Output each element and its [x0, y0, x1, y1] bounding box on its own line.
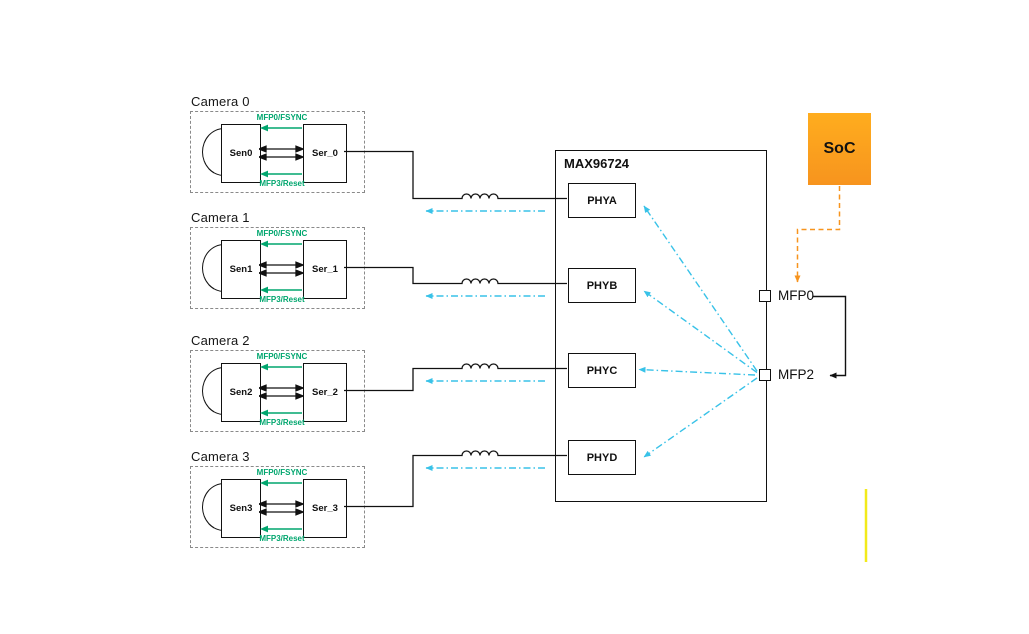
reset-signal-label: MFP3/Reset [259, 179, 305, 188]
camera-1-box: Sen1 Ser_1 MFP0/FSYNC MFP3/Reset [190, 227, 365, 309]
mfp0-pin [759, 290, 771, 302]
camera-2-box: Sen2 Ser_2 MFP0/FSYNC MFP3/Reset [190, 350, 365, 432]
serializer-label: Ser_1 [312, 264, 338, 275]
sensor-label: Sen0 [229, 148, 253, 159]
serializer-box: Ser_0 [303, 124, 347, 183]
sensor-box: Sen1 [221, 240, 261, 299]
camera-0-box: Sen0 Ser_0 MFP0/FSYNC MFP3/Reset [190, 111, 365, 193]
coax-wire-2 [344, 363, 567, 392]
reset-signal-label: MFP3/Reset [259, 418, 305, 427]
fsync-signal-label: MFP0/FSYNC [256, 352, 308, 361]
camera-3-group: Camera 3 Sen3 Ser_3 MFP0/FSYNC MFP3/Rese… [190, 449, 365, 548]
reset-arrow-icon [260, 286, 302, 294]
camera-2-group: Camera 2 Sen2 Ser_2 MFP0/FSYNC MFP3/Rese… [190, 333, 365, 432]
serializer-box: Ser_2 [303, 363, 347, 422]
sensor-label: Sen1 [229, 264, 253, 275]
sensor-box: Sen2 [221, 363, 261, 422]
fsync-arrow-icon [260, 479, 302, 487]
fsync-arrow-icon [260, 240, 302, 248]
mfp0-pin-label: MFP0 [778, 288, 815, 303]
reset-signal-label: MFP3/Reset [259, 534, 305, 543]
camera-0-label: Camera 0 [191, 94, 250, 109]
coax-wire-3 [344, 450, 567, 508]
serializer-box: Ser_3 [303, 479, 347, 538]
phy-b-label: PHYB [586, 279, 618, 292]
phy-b-box: PHYB [568, 268, 636, 303]
fsync-arrow-icon [260, 363, 302, 371]
max96724-box: MAX96724 PHYA PHYB PHYC PHYD [555, 150, 767, 502]
fsync-signal-label: MFP0/FSYNC [256, 229, 308, 238]
phy-d-box: PHYD [568, 440, 636, 475]
camera-0-group: Camera 0 Sen0 Ser_0 MFP0/FSYNC MFP3/Rese… [190, 94, 365, 193]
serializer-box: Ser_1 [303, 240, 347, 299]
mfp2-pin [759, 369, 771, 381]
camera-3-label: Camera 3 [191, 449, 250, 464]
phy-a-label: PHYA [587, 194, 617, 207]
reset-arrow-icon [260, 170, 302, 178]
phy-d-label: PHYD [586, 451, 618, 464]
data-link-arrows-icon [259, 145, 303, 161]
serializer-label: Ser_2 [312, 387, 338, 398]
serializer-label: Ser_3 [312, 503, 338, 514]
sensor-box: Sen3 [221, 479, 261, 538]
phy-a-box: PHYA [568, 183, 636, 218]
soc-box: SoC [808, 113, 871, 185]
camera-1-label: Camera 1 [191, 210, 250, 225]
fsync-arrow-icon [260, 124, 302, 132]
phy-c-box: PHYC [568, 353, 636, 388]
fsync-signal-label: MFP0/FSYNC [256, 113, 308, 122]
mfp0-to-mfp2-wire [813, 295, 847, 379]
camera-1-group: Camera 1 Sen1 Ser_1 MFP0/FSYNC MFP3/Rese… [190, 210, 365, 309]
fsync-signal-label: MFP0/FSYNC [256, 468, 308, 477]
camera-2-label: Camera 2 [191, 333, 250, 348]
phy-c-label: PHYC [586, 364, 618, 377]
data-link-arrows-icon [259, 261, 303, 277]
reset-arrow-icon [260, 525, 302, 533]
reset-arrow-icon [260, 409, 302, 417]
sensor-label: Sen3 [229, 503, 253, 514]
serializer-label: Ser_0 [312, 148, 338, 159]
soc-label: SoC [823, 140, 856, 157]
soc-fsync-arrow [794, 186, 841, 283]
data-link-arrows-icon [259, 384, 303, 400]
mfp2-pin-label: MFP2 [778, 367, 815, 382]
reset-signal-label: MFP3/Reset [259, 295, 305, 304]
sensor-label: Sen2 [229, 387, 253, 398]
coax-wire-1 [344, 266, 567, 285]
sensor-box: Sen0 [221, 124, 261, 183]
coax-wire-0 [344, 150, 567, 200]
chip-title: MAX96724 [564, 156, 630, 171]
camera-3-box: Sen3 Ser_3 MFP0/FSYNC MFP3/Reset [190, 466, 365, 548]
data-link-arrows-icon [259, 500, 303, 516]
